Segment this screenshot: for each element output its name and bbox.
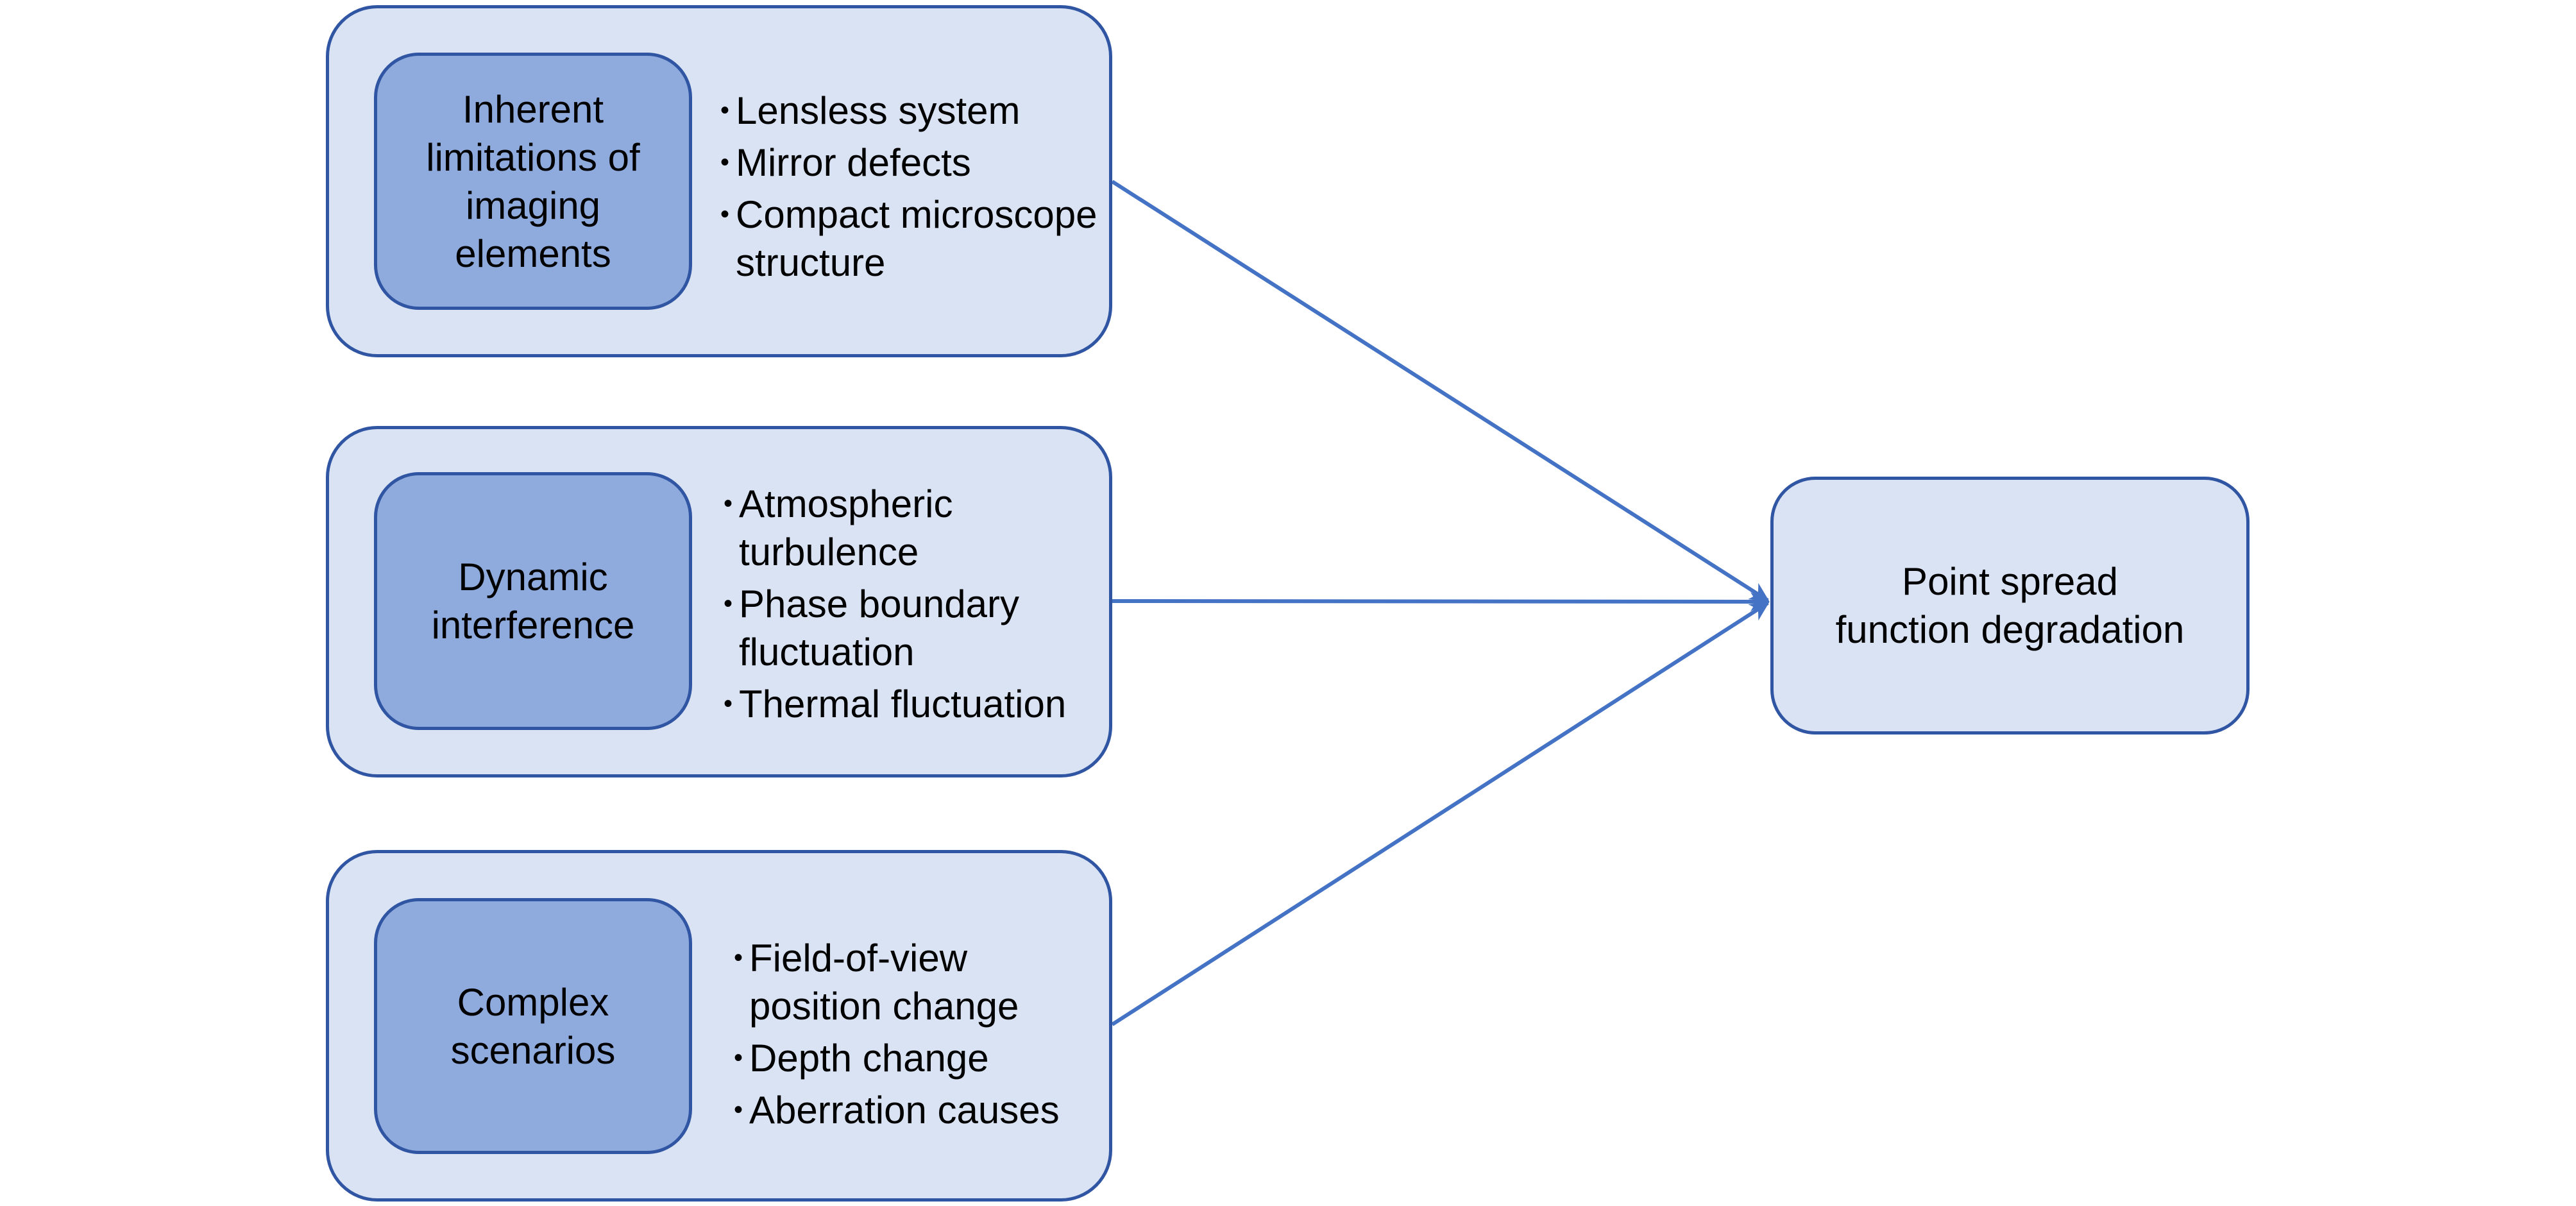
category-box-dynamic-interference: Dynamic interference bbox=[374, 472, 692, 730]
bullet-icon: • bbox=[720, 148, 730, 176]
factor-item: • Atmospheric turbulence bbox=[724, 480, 1066, 576]
category-label: Complex scenarios bbox=[450, 980, 616, 1072]
factor-text: Thermal fluctuation bbox=[739, 683, 1067, 726]
factor-list-inherent-limitations: • Lensless system • Mirror defects • Com… bbox=[720, 87, 1097, 287]
factor-item: • Thermal fluctuation bbox=[724, 680, 1067, 728]
bullet-icon: • bbox=[724, 590, 733, 618]
bullet-icon: • bbox=[720, 200, 730, 228]
target-box-psf-degradation: Point spread function degradation bbox=[1770, 477, 2250, 735]
factor-item: • Depth change bbox=[734, 1034, 1060, 1082]
factor-item: • Mirror defects bbox=[720, 139, 1097, 187]
arrow-group-3-to-target bbox=[1111, 601, 1770, 1026]
bullet-icon: • bbox=[734, 944, 743, 972]
factor-item: • Phase boundary fluctuation bbox=[724, 580, 1066, 676]
factor-text: Mirror defects bbox=[736, 141, 971, 184]
factor-text: Lensless system bbox=[736, 89, 1021, 132]
category-box-complex-scenarios: Complex scenarios bbox=[374, 898, 692, 1154]
factor-item: • Aberration causes bbox=[734, 1086, 1060, 1134]
bullet-icon: • bbox=[734, 1044, 743, 1072]
factor-text: Phase boundary fluctuation bbox=[739, 582, 1019, 674]
factor-item: • Field-of-view position change bbox=[734, 934, 1060, 1030]
target-label: Point spread function degradation bbox=[1835, 560, 2185, 651]
category-box-inherent-limitations: Inherent limitations of imaging elements bbox=[374, 53, 692, 310]
factor-text: Atmospheric turbulence bbox=[739, 482, 953, 573]
bullet-icon: • bbox=[720, 96, 730, 124]
factor-text: Compact microscope structure bbox=[736, 193, 1097, 284]
bullet-icon: • bbox=[734, 1096, 743, 1124]
bullet-icon: • bbox=[724, 690, 733, 718]
category-label: Dynamic interference bbox=[431, 556, 635, 647]
factor-text: Aberration causes bbox=[749, 1089, 1060, 1132]
factor-text: Depth change bbox=[749, 1037, 989, 1080]
arrow-group-2-to-target bbox=[1112, 591, 1770, 611]
category-label: Inherent limitations of imaging elements bbox=[426, 87, 640, 275]
arrow-group-1-to-target bbox=[1111, 180, 1770, 602]
factor-text: Field-of-view position change bbox=[749, 937, 1019, 1028]
factor-item: • Lensless system bbox=[720, 87, 1097, 135]
bullet-icon: • bbox=[724, 489, 733, 518]
factor-list-dynamic-interference: • Atmospheric turbulence • Phase boundar… bbox=[724, 480, 1067, 728]
factor-list-complex-scenarios: • Field-of-view position change • Depth … bbox=[734, 934, 1060, 1134]
factor-item: • Compact microscope structure bbox=[720, 191, 1097, 287]
